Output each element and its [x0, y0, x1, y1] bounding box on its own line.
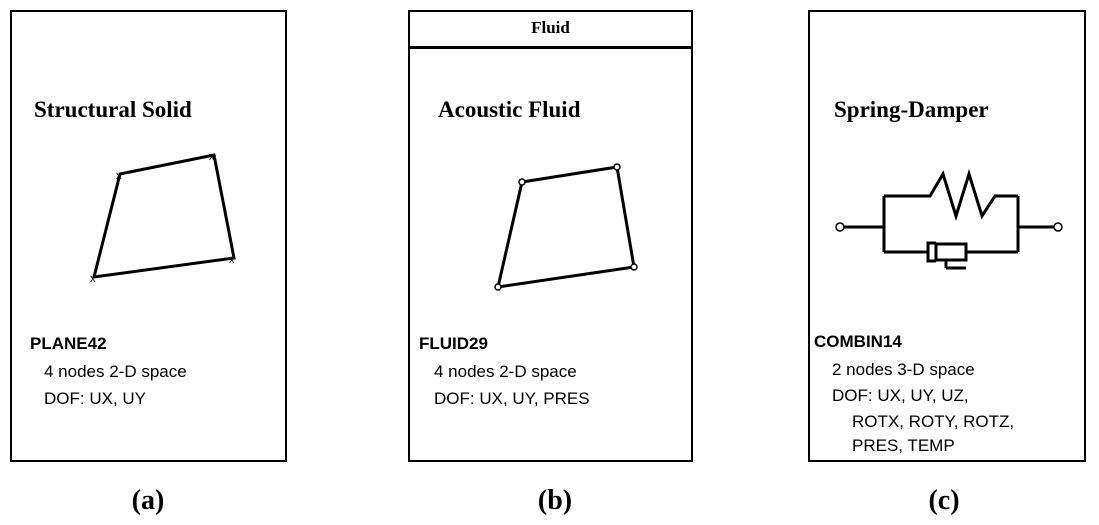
element-panel-spring-damper: Spring-Damper COMBIN14 2 nodes 3-D space… [808, 10, 1086, 462]
spring-damper-icon [835, 168, 1063, 270]
panel-title: Acoustic Fluid [438, 97, 581, 122]
svg-text:x: x [229, 254, 235, 266]
element-type-label: COMBIN14 [814, 332, 902, 351]
node-space-text: 4 nodes 2-D space [434, 362, 577, 381]
svg-text:x: x [116, 170, 122, 182]
dof-text: DOF: UX, UY, PRES [434, 389, 590, 408]
element-type-label: FLUID29 [419, 334, 488, 353]
dof-text-rotations: ROTX, ROTY, ROTZ, [852, 412, 1015, 431]
caption-b: (b) [537, 485, 573, 516]
quadrilateral-element-icon [494, 163, 638, 291]
svg-text:x: x [209, 151, 215, 163]
dof-text: DOF: UX, UY, UZ, [832, 386, 969, 405]
caption-c: (c) [928, 485, 960, 516]
dof-text: DOF: UX, UY [44, 389, 147, 408]
dof-text-other: PRES, TEMP [852, 436, 955, 455]
svg-text:x: x [90, 273, 96, 285]
panel-title: Structural Solid [34, 97, 192, 122]
panel-title: Spring-Damper [834, 97, 989, 122]
node-space-text: 4 nodes 2-D space [44, 362, 187, 381]
quadrilateral-element-icon: x x x x [90, 151, 236, 285]
element-panel-acoustic-fluid: Fluid Acoustic Fluid FLUID29 4 nodes 2-D… [408, 10, 693, 462]
fluid-banner: Fluid [410, 12, 691, 49]
node-space-text: 2 nodes 3-D space [832, 360, 975, 379]
element-type-label: PLANE42 [30, 334, 107, 353]
element-panel-structural-solid: Structural Solid x x x x PLANE42 4 nodes… [10, 10, 287, 462]
caption-a: (a) [131, 485, 165, 516]
